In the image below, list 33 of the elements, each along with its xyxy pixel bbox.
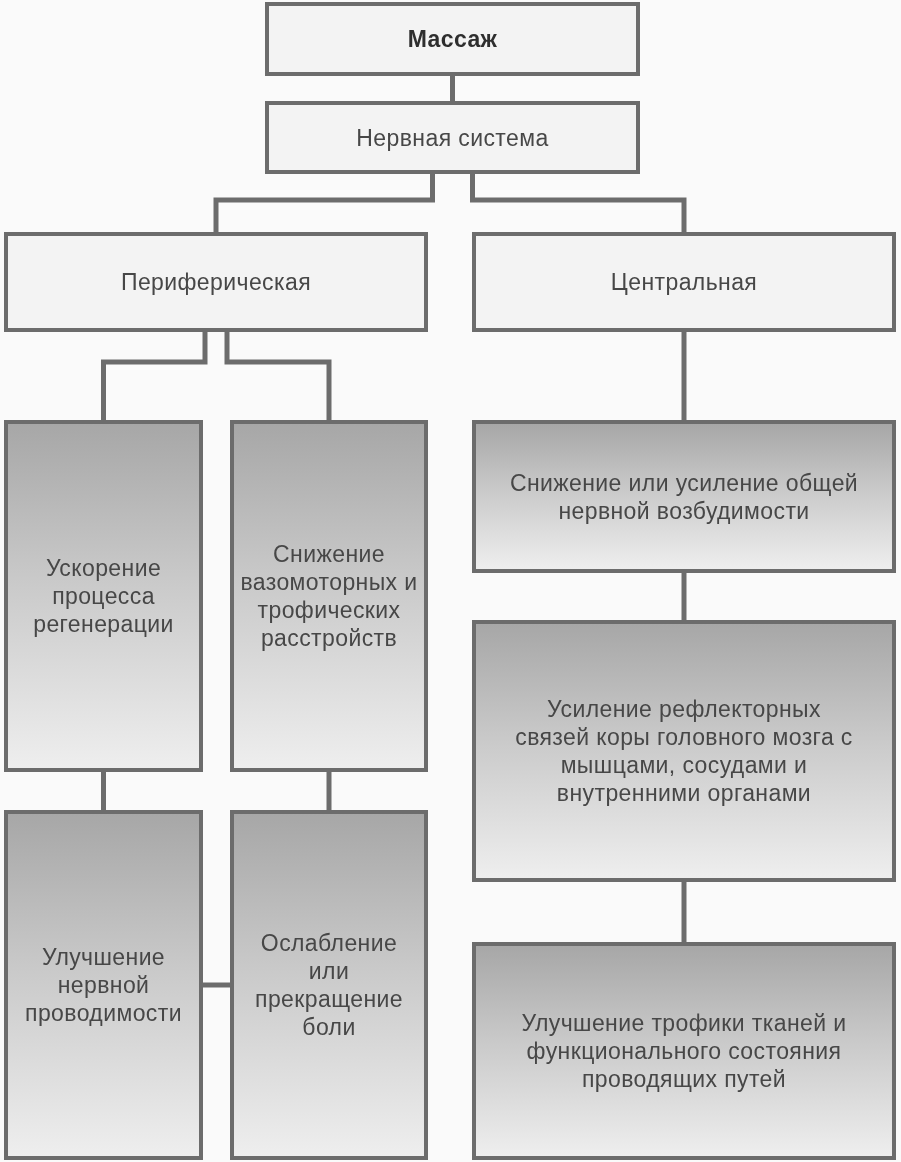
process-box bbox=[265, 101, 640, 174]
box-text: Улучшение трофики тканей и функционального состояния проводящих путей bbox=[520, 1009, 848, 1093]
box-text: Массаж bbox=[407, 25, 498, 53]
process-box bbox=[472, 232, 896, 332]
process-box bbox=[230, 420, 428, 772]
connector-line bbox=[681, 882, 687, 942]
process-box bbox=[230, 810, 428, 1160]
box-text: Ослабление или прекращение боли bbox=[254, 929, 404, 1041]
process-box bbox=[472, 942, 896, 1160]
connector-line bbox=[681, 573, 687, 620]
connector-line bbox=[224, 332, 332, 420]
connector-line bbox=[326, 772, 332, 810]
process-box bbox=[4, 810, 203, 1160]
connector-line bbox=[450, 76, 455, 101]
process-box bbox=[472, 620, 896, 882]
process-box bbox=[265, 2, 640, 76]
connector-line bbox=[213, 174, 435, 232]
connector-line bbox=[203, 982, 230, 988]
box-text: Снижение или усиление общей нервной возбудимости bbox=[508, 468, 860, 525]
connector-line bbox=[101, 772, 106, 810]
box-text: Ускорение процесса регенерации bbox=[32, 554, 175, 638]
connector-line bbox=[681, 332, 687, 420]
box-text: Центральная bbox=[610, 268, 758, 296]
connector-line bbox=[470, 174, 687, 232]
box-text: Периферическая bbox=[121, 268, 311, 296]
connector-line bbox=[101, 332, 208, 420]
box-text: Снижение вазомоторных и трофических расстройств bbox=[239, 540, 419, 652]
box-text: Улучшение нервной проводимости bbox=[24, 943, 183, 1027]
process-box bbox=[4, 232, 428, 332]
process-box bbox=[4, 420, 203, 772]
process-box bbox=[472, 420, 896, 573]
box-text: Усиление рефлекторных связей коры головного мозга с мышцами, сосудами и внутренними органами bbox=[514, 695, 854, 807]
box-text: Нервная система bbox=[356, 123, 549, 152]
